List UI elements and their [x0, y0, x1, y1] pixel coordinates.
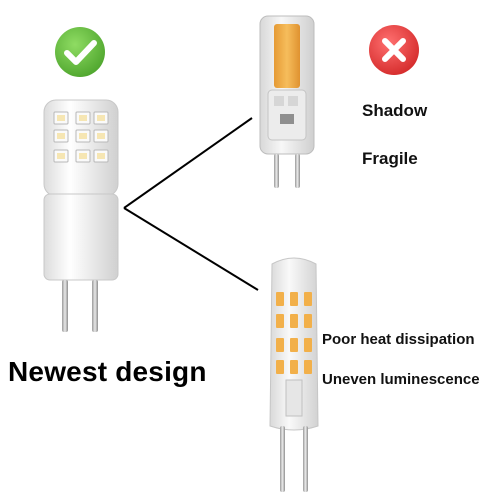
newest-design-caption: Newest design [8, 356, 207, 387]
cross-icon [368, 24, 420, 76]
checkmark-icon [54, 26, 106, 78]
issue-label-heat: Poor heat dissipation [322, 331, 475, 348]
issue-label-fragile: Fragile [362, 149, 418, 168]
new-design-bulb-image [36, 96, 126, 336]
issue-label-luminescence: Uneven luminescence [322, 371, 480, 388]
smd-bulb-image [262, 254, 326, 494]
issue-label-shadow: Shadow [362, 101, 428, 120]
cob-bulb-image [254, 10, 320, 190]
